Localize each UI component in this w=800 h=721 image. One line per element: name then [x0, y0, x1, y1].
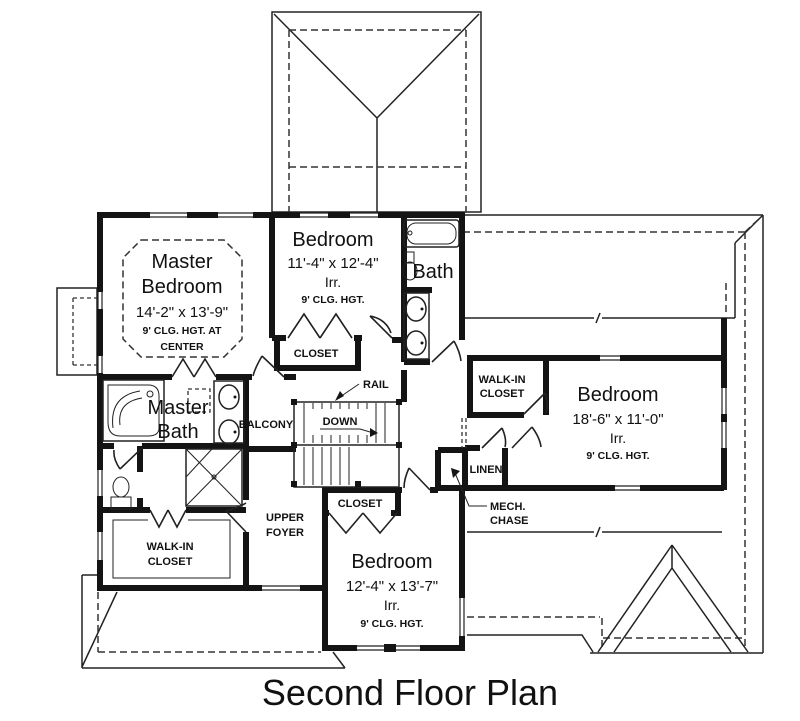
roof-right-wing [462, 214, 764, 653]
sink [405, 330, 427, 356]
walkin-right-label-1: WALK-IN [478, 374, 525, 386]
walkin-master-label-1: WALK-IN [146, 541, 193, 553]
mech-chase-label-1: MECH. [490, 501, 525, 513]
bedroom-top-irr: Irr. [325, 274, 341, 290]
bedroom-right-label: Bedroom [577, 384, 658, 406]
toilet-tank [404, 251, 415, 264]
master-bedroom-clg-2: CENTER [160, 341, 204, 353]
upper-foyer-label-1: UPPER [266, 512, 304, 524]
bedroom-bottom-irr: Irr. [384, 597, 400, 613]
corner-tub [102, 379, 165, 442]
master-bedroom-label-border [122, 239, 243, 358]
sink [405, 296, 427, 322]
stairs-down-label: DOWN [323, 416, 358, 428]
master-bath-label-1: Master [147, 397, 208, 419]
master-bedroom-label-1: Master [151, 251, 212, 273]
vanity [403, 292, 430, 360]
interior-walls [100, 212, 549, 588]
walkin-right-label-2: CLOSET [480, 388, 525, 400]
mech-chase-label-2: CHASE [490, 515, 529, 527]
bedroom-right-dims: 18'-6" x 11'-0" [572, 411, 663, 428]
windows [97, 212, 727, 652]
master-bath-fixtures [102, 379, 245, 579]
bath-label: Bath [412, 261, 453, 283]
attic-access [187, 388, 211, 413]
shower [185, 448, 243, 507]
bedroom-top-dims: 11'-4" x 12'-4" [287, 255, 378, 272]
bay-window-box [56, 287, 98, 376]
bedroom-bottom-clg: 9' CLG. HGT. [360, 618, 423, 630]
roof-top [271, 11, 482, 213]
master-bedroom-clg-1: 9' CLG. HGT. AT [143, 325, 223, 337]
rail-arrowhead [335, 391, 344, 401]
bedroom-bottom-dims: 12'-4" x 13'-7" [346, 578, 438, 595]
closet-bottom-label: CLOSET [338, 498, 383, 510]
master-bath-label-2: Bath [157, 421, 198, 443]
plan-title: Second Floor Plan [262, 672, 558, 713]
rail-label: RAIL [363, 379, 389, 391]
stairs: DOWN [291, 399, 402, 488]
toilet [402, 261, 418, 281]
mech-chase-arrowhead [451, 468, 460, 478]
bedroom-right-clg: 9' CLG. HGT. [586, 450, 649, 462]
toilet [112, 476, 130, 498]
balcony-label: BALCONY [239, 419, 294, 431]
bedroom-top-label: Bedroom [292, 229, 373, 251]
linen-label: LINEN [470, 464, 503, 476]
bathtub [403, 219, 460, 248]
sink [218, 419, 240, 445]
master-bedroom-label-2: Bedroom [141, 276, 222, 298]
closet-top-label: CLOSET [294, 348, 339, 360]
roof-bottom-left [81, 574, 346, 669]
annotations [335, 383, 487, 507]
doors [113, 312, 549, 535]
sink [218, 384, 240, 410]
bedroom-top-clg: 9' CLG. HGT. [301, 294, 364, 306]
master-bedroom-dims: 14'-2" x 13'-9" [136, 304, 228, 321]
bedroom-right-irr: Irr. [610, 430, 626, 446]
closet-shelf-line [112, 519, 231, 579]
bedroom-bottom-label: Bedroom [351, 551, 432, 573]
down-arrowhead [370, 428, 378, 437]
roof-bottom-right [467, 526, 763, 654]
upper-foyer-label-2: FOYER [266, 527, 304, 539]
room-labels: Master Bedroom 14'-2" x 13'-9" 9' CLG. H… [136, 229, 664, 630]
hall-bath-fixtures [402, 219, 460, 360]
toilet-base [110, 496, 132, 510]
walkin-master-label-2: CLOSET [148, 556, 193, 568]
vanity [213, 380, 245, 444]
